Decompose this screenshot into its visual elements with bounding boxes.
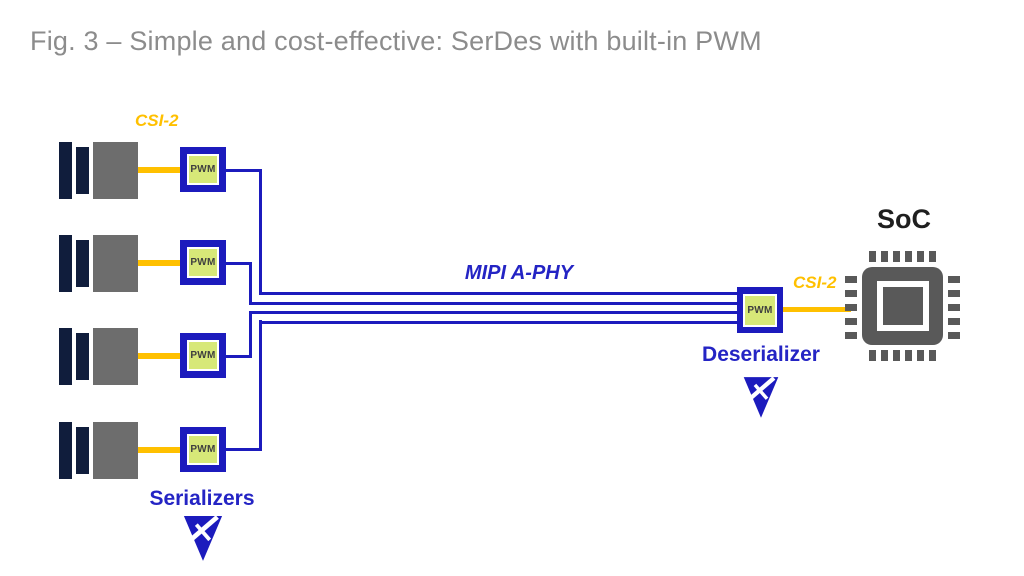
- aphy-link-line: [226, 355, 252, 358]
- camera-lens-bar: [76, 333, 89, 380]
- camera-body: [93, 328, 138, 385]
- aphy-link-line: [226, 262, 252, 265]
- aphy-bundle-line: [259, 321, 737, 324]
- valens-arrow-logo-icon: [183, 515, 223, 561]
- serializers-label: Serializers: [149, 487, 255, 510]
- deserializer-pwm-box: PWM: [737, 287, 783, 333]
- soc-chip-icon: [862, 267, 943, 345]
- camera-body: [93, 142, 138, 199]
- pwm-chip-label: PWM: [189, 156, 217, 183]
- aphy-bundle-line: [249, 311, 737, 314]
- aphy-link-line: [259, 320, 262, 451]
- csi2-link-line: [138, 447, 180, 453]
- aphy-link-line: [259, 169, 262, 295]
- camera-body: [93, 235, 138, 292]
- soc-chip-pins-top: [869, 251, 936, 262]
- valens-arrow-logo-icon: [743, 376, 779, 418]
- serializer-pwm-box-3: PWM: [180, 333, 226, 378]
- pwm-chip-label: PWM: [189, 342, 217, 369]
- camera-lens-bar: [76, 427, 89, 474]
- soc-label: SoC: [877, 204, 931, 234]
- pwm-chip-label: PWM: [189, 249, 217, 276]
- serializer-pwm-box-1: PWM: [180, 147, 226, 192]
- soc-chip-pins-bottom: [869, 350, 936, 361]
- aphy-link-line: [226, 169, 262, 172]
- serializer-pwm-box-2: PWM: [180, 240, 226, 285]
- soc-chip-core: [877, 281, 929, 331]
- aphy-link-line: [226, 448, 262, 451]
- soc-chip-pins-right: [948, 276, 960, 339]
- camera-icon: [59, 328, 72, 385]
- aphy-bundle-line: [259, 292, 737, 295]
- csi2-link-line: [138, 167, 180, 173]
- camera-icon: [59, 235, 72, 292]
- soc-chip-pins-left: [845, 276, 857, 339]
- figure-title: Fig. 3 – Simple and cost-effective: SerD…: [30, 26, 762, 56]
- mipi-aphy-label: MIPI A-PHY: [464, 262, 574, 284]
- pwm-chip-label: PWM: [189, 436, 217, 463]
- camera-lens-bar: [76, 147, 89, 194]
- aphy-bundle-line: [249, 302, 737, 305]
- aphy-link-line: [249, 262, 252, 305]
- aphy-link-line: [249, 311, 252, 358]
- serializer-pwm-box-4: PWM: [180, 427, 226, 472]
- csi2-link-line: [783, 307, 851, 312]
- camera-lens-bar: [76, 240, 89, 287]
- pwm-chip-label: PWM: [745, 295, 775, 325]
- csi2-label-right: CSI-2: [793, 273, 837, 292]
- csi2-link-line: [138, 353, 180, 359]
- csi2-link-line: [138, 260, 180, 266]
- camera-icon: [59, 422, 72, 479]
- camera-body: [93, 422, 138, 479]
- deserializer-label: Deserializer: [702, 343, 820, 366]
- csi2-label-left: CSI-2: [135, 111, 179, 130]
- camera-icon: [59, 142, 72, 199]
